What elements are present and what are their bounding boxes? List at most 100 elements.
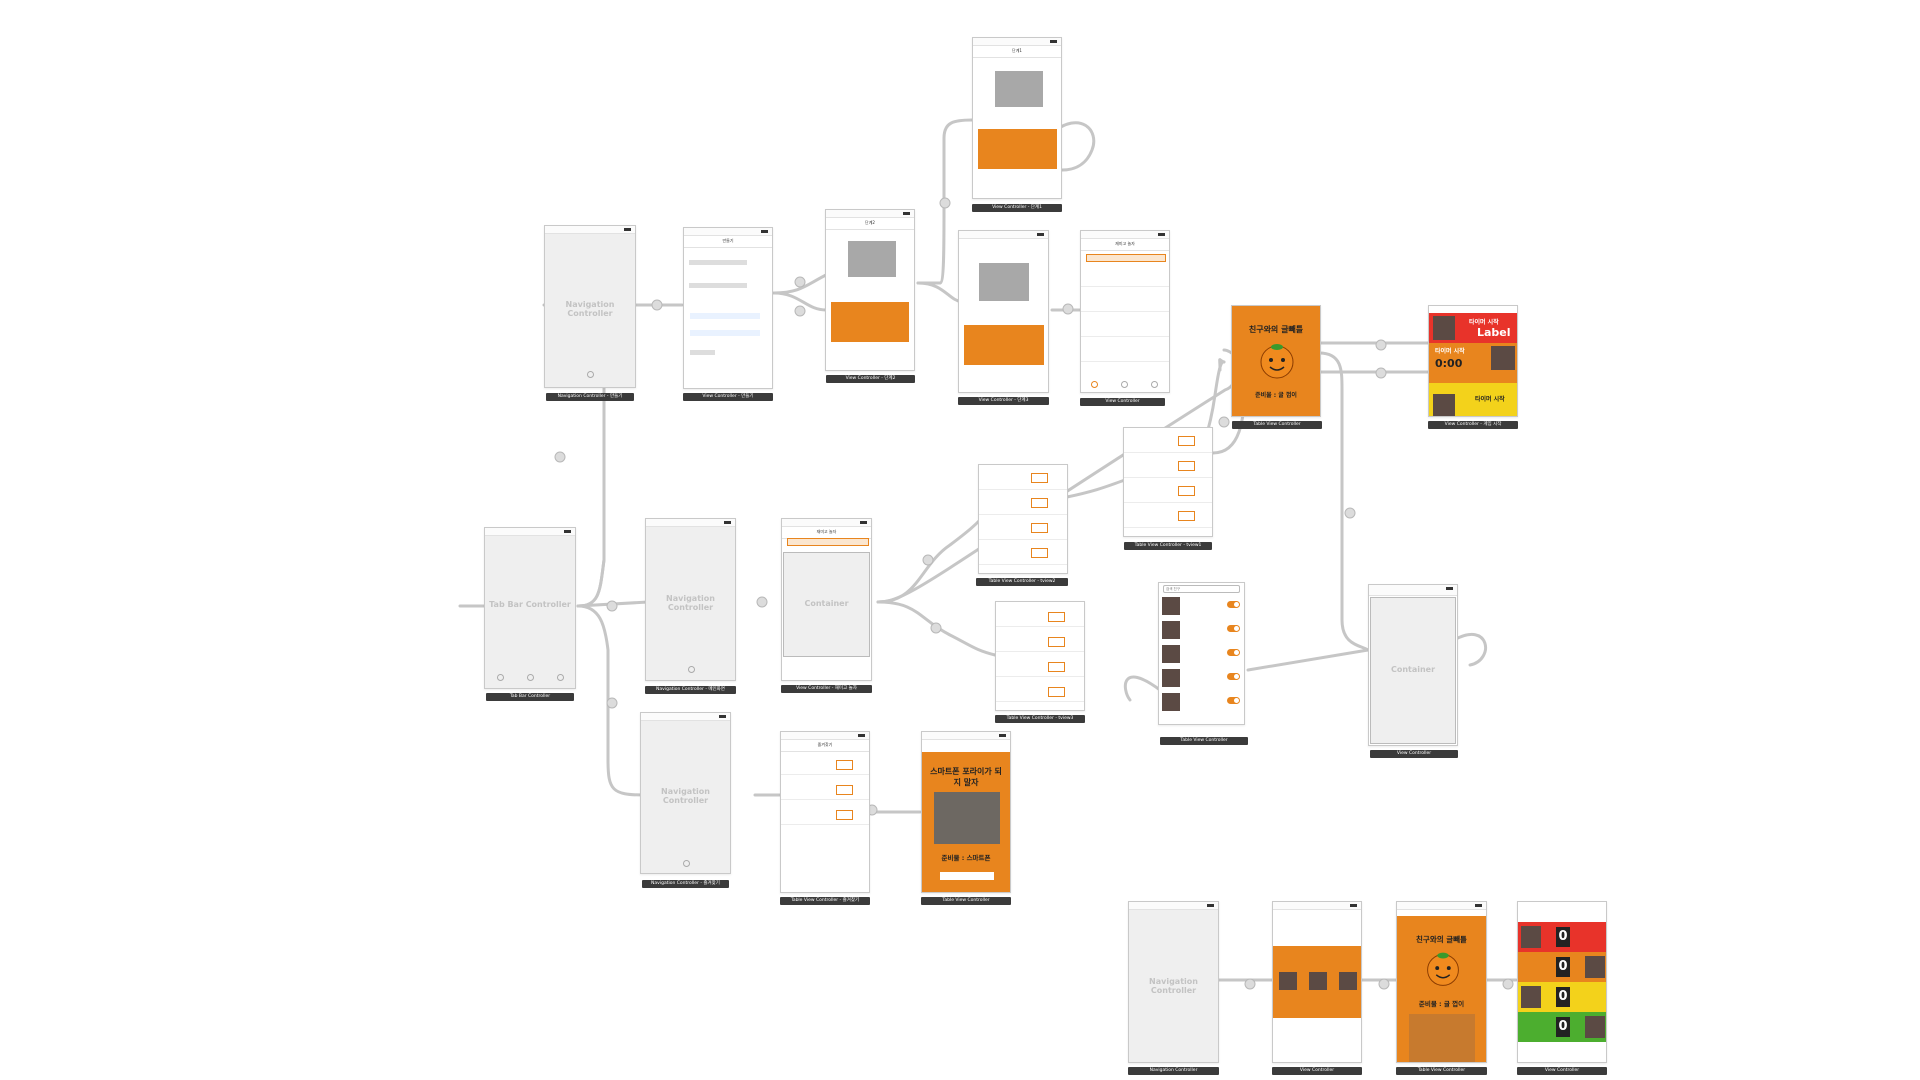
scene-subtitle: 준비물 : 귤 껍이 [1418, 1000, 1465, 1008]
orange-panel [978, 129, 1057, 169]
status-bar [1129, 902, 1218, 910]
start-timer-button[interactable]: 타이머 시작 [1475, 396, 1505, 403]
scene-tvc-tview2[interactable] [978, 464, 1068, 574]
scene-caption[interactable]: Tab Bar Controller [486, 693, 574, 701]
segmented-control[interactable] [787, 538, 869, 546]
scene-subtitle: 준비물 : 귤 껍이 [1255, 392, 1297, 399]
scene-caption[interactable]: View Controller [1272, 1067, 1362, 1075]
cell-image [1031, 473, 1048, 483]
scene-tvc-game2[interactable]: 친구와의 글빼틀 준비물 : 귤 껍이 [1396, 901, 1487, 1063]
nav-title: 즐겨찾기 [781, 739, 869, 752]
scene-caption[interactable]: View Controller [1517, 1067, 1607, 1075]
scene-caption[interactable]: Table View Controller - tview1 [1124, 542, 1212, 550]
scene-caption[interactable]: View Controller - 만들기 [683, 393, 773, 401]
button[interactable] [690, 350, 715, 355]
cell-image [1178, 511, 1195, 521]
button[interactable] [940, 872, 994, 880]
scene-title: 친구와의 글빼틀 [1248, 325, 1304, 334]
divider [1081, 311, 1169, 312]
divider [996, 676, 1084, 677]
toggle-switch[interactable] [1227, 649, 1240, 656]
scene-tvc-favorite[interactable]: 즐겨찾기 [780, 731, 870, 893]
avatar [1491, 346, 1515, 370]
divider [781, 824, 869, 825]
scene-caption[interactable]: Navigation Controller - 즐겨찾기 [642, 880, 729, 888]
scene-placeholder: Container [1390, 665, 1436, 674]
status-bar [959, 231, 1048, 239]
divider [979, 489, 1067, 490]
scene-vc-step3[interactable] [958, 230, 1049, 393]
scene-nav-bottom[interactable]: Navigation Controller [1128, 901, 1219, 1063]
status-bar [826, 210, 914, 218]
scene-nav-make[interactable]: Navigation Controller [544, 225, 636, 388]
segmented-control[interactable] [690, 330, 760, 336]
text-field[interactable] [689, 260, 747, 265]
orange-panel [831, 302, 909, 342]
scene-caption[interactable]: Table View Controller - tview2 [976, 578, 1068, 586]
status-bar [1273, 902, 1361, 910]
scene-placeholder: Navigation Controller [1149, 977, 1198, 995]
scene-tvc-phone[interactable]: 스마트폰 포라이가 되지 말자 준비물 : 스마트폰 [921, 731, 1011, 893]
scene-vc-step1[interactable]: 단계1 [972, 37, 1062, 199]
scene-caption[interactable]: Navigation Controller - 만들기 [546, 393, 634, 401]
toggle-switch[interactable] [1227, 697, 1240, 704]
status-bar [1081, 231, 1169, 239]
avatar [1162, 597, 1180, 615]
timer-label: Label [1477, 326, 1511, 339]
scene-vc-score[interactable]: 0 0 0 0 [1517, 901, 1607, 1063]
scene-tvc-tview1[interactable] [1123, 427, 1213, 537]
scene-caption[interactable]: Navigation Controller [1128, 1067, 1219, 1075]
scene-caption[interactable]: Table View Controller - 즐겨찾기 [780, 897, 870, 905]
container-view [783, 552, 870, 657]
scene-vc-step2[interactable]: 단계2 [825, 209, 915, 371]
search-input[interactable]: 검색 친구 [1163, 585, 1240, 593]
scene-caption[interactable]: Table View Controller [921, 897, 1011, 905]
scene-vc-container[interactable]: Container [1368, 584, 1458, 746]
scene-caption[interactable]: Table View Controller [1232, 421, 1322, 429]
scene-tab-bar[interactable]: Tab Bar Controller [484, 527, 576, 689]
scene-caption[interactable]: View Controller - 게임 시작 [1428, 421, 1518, 429]
scene-caption[interactable]: Navigation Controller - 메인화면 [645, 686, 736, 694]
divider [781, 774, 869, 775]
image-placeholder [995, 71, 1043, 107]
scene-caption[interactable]: Table View Controller [1396, 1067, 1487, 1075]
toggle-switch[interactable] [1227, 601, 1240, 608]
segmented-control[interactable] [1086, 254, 1166, 262]
scene-caption[interactable]: View Controller - 단계3 [958, 397, 1049, 405]
divider [996, 651, 1084, 652]
scene-tvc-friends[interactable]: 검색 친구 [1158, 582, 1245, 725]
scene-vc-play[interactable]: 재미고 놀자 Container [781, 518, 872, 681]
avatar [1433, 394, 1455, 416]
scene-tvc-game[interactable]: 친구와의 글빼틀 준비물 : 귤 껍이 [1231, 305, 1321, 417]
divider [1124, 527, 1212, 528]
status-bar [545, 226, 635, 234]
status-bar [781, 732, 869, 740]
segmented-control[interactable] [690, 313, 760, 319]
toggle-switch[interactable] [1227, 625, 1240, 632]
scene-vc-make[interactable]: 만들기 [683, 227, 773, 389]
score-display: 0 [1556, 987, 1570, 1007]
scene-vc-plain[interactable]: 재미고 놀자 [1080, 230, 1170, 393]
scene-caption[interactable]: Table View Controller [1160, 737, 1248, 745]
scene-tvc-tview3[interactable] [995, 601, 1085, 711]
text-field[interactable] [689, 283, 747, 288]
scene-caption[interactable]: View Controller [1080, 398, 1165, 406]
nav-title: 만들기 [684, 235, 772, 248]
cell-image [1048, 637, 1065, 647]
scene-caption[interactable]: View Controller - 단계2 [826, 375, 915, 383]
start-timer-button[interactable]: 타이머 시작 [1469, 319, 1499, 326]
scene-nav-main[interactable]: Navigation Controller [645, 518, 736, 681]
scene-nav-favorite[interactable]: Navigation Controller [640, 712, 731, 874]
scene-caption[interactable]: View Controller [1370, 750, 1458, 758]
divider [996, 701, 1084, 702]
scene-vc-game-start[interactable]: Label 타이머 시작 타이머 시작 0:00 타이머 시작 [1428, 305, 1518, 417]
scene-vc-friends-pick[interactable] [1272, 901, 1362, 1063]
avatar [1162, 669, 1180, 687]
scene-caption[interactable]: Table View Controller - tview3 [995, 715, 1085, 723]
scene-caption[interactable]: View Controller - 재미고 놀자 [781, 685, 872, 693]
start-timer-button[interactable]: 타이머 시작 [1435, 348, 1465, 355]
image-placeholder [979, 263, 1029, 301]
toggle-switch[interactable] [1227, 673, 1240, 680]
scene-caption[interactable]: View Controller - 단계1 [972, 204, 1062, 212]
